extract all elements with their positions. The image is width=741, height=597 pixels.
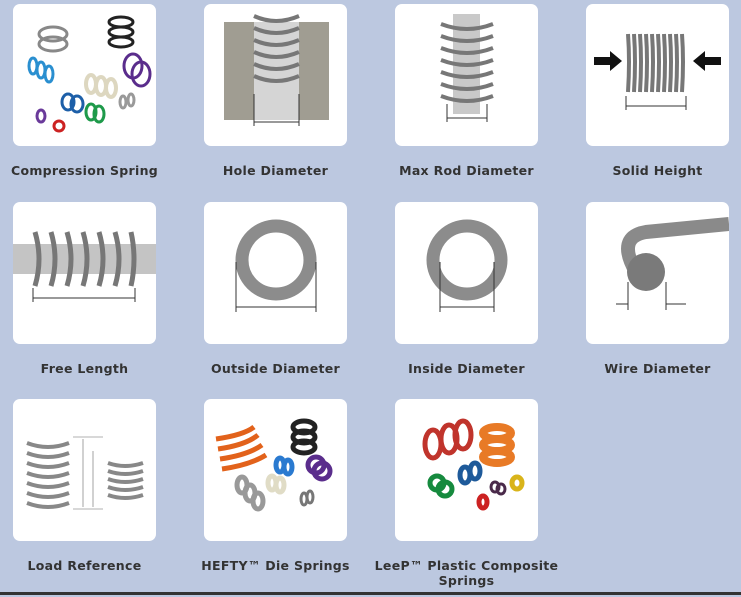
tile-outside-diameter[interactable]: Outside Diameter [204, 202, 395, 400]
leep-plastic-springs-image[interactable] [395, 399, 538, 541]
tile-load-reference[interactable]: Load Reference [13, 399, 204, 597]
tile-label: Free Length [40, 361, 129, 376]
tile-hefty-die-springs[interactable]: HEFTY™ Die Springs [201, 399, 395, 597]
tile-label: Wire Diameter [604, 361, 711, 376]
tile-label: HEFTY™ Die Springs [201, 558, 350, 573]
tile-max-rod-diameter[interactable]: Max Rod Diameter [395, 4, 586, 202]
tile-label: Hole Diameter [222, 163, 329, 178]
tile-inside-diameter[interactable]: Inside Diameter [395, 202, 586, 400]
tile-hole-diameter[interactable]: Hole Diameter [204, 4, 395, 202]
tile-label: Solid Height [612, 163, 703, 178]
tile-label: LeeP™ Plastic Composite Springs [374, 558, 559, 588]
wire-diameter-image[interactable] [586, 202, 729, 344]
tile-label: Inside Diameter [408, 361, 525, 376]
tile-compression-spring[interactable]: Compression Spring [11, 4, 204, 202]
tile-solid-height[interactable]: Solid Height [586, 4, 741, 202]
tile-free-length[interactable]: Free Length [13, 202, 204, 400]
free-length-image[interactable] [13, 202, 156, 344]
bottom-bar [0, 592, 741, 595]
tile-label: Outside Diameter [210, 361, 341, 376]
outside-diameter-image[interactable] [204, 202, 347, 344]
tile-wire-diameter[interactable]: Wire Diameter [586, 202, 741, 400]
hefty-die-springs-image[interactable] [204, 399, 347, 541]
tile-leep-plastic-springs[interactable]: LeeP™ Plastic Composite Springs [375, 399, 586, 597]
compression-spring-image[interactable] [13, 4, 156, 146]
load-reference-image[interactable] [13, 399, 156, 541]
tile-label: Load Reference [27, 558, 142, 573]
solid-height-image[interactable] [586, 4, 729, 146]
max-rod-diameter-image[interactable] [395, 4, 538, 146]
tile-label: Max Rod Diameter [399, 163, 534, 178]
tile-label: Compression Spring [10, 163, 159, 178]
hole-diameter-image[interactable] [204, 4, 347, 146]
inside-diameter-image[interactable] [395, 202, 538, 344]
